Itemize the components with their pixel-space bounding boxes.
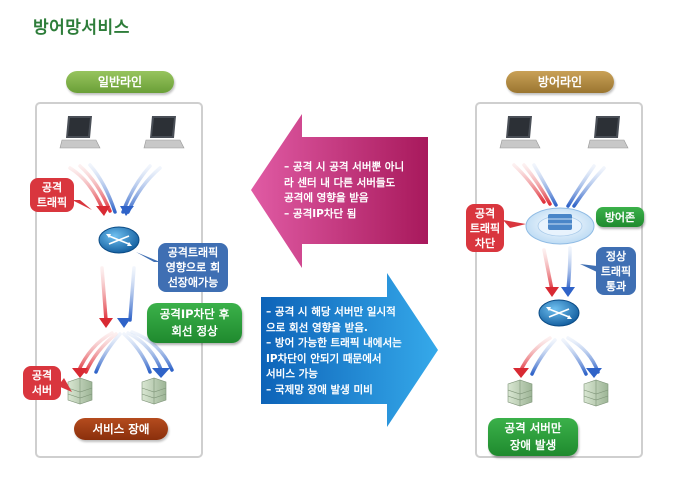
callout-line: 차단	[474, 236, 496, 250]
laptop-icon	[143, 116, 185, 149]
server-icon	[583, 379, 609, 407]
defense-zone-icon	[525, 207, 595, 245]
callout-line: 트래픽	[600, 264, 632, 278]
right-big-arrow	[261, 273, 438, 427]
callout-line: 공격	[31, 369, 53, 382]
callout-line: 선장애가능	[167, 276, 219, 289]
router-icon	[98, 226, 140, 254]
server-icon	[507, 379, 533, 407]
callout-line: 서버	[31, 384, 53, 397]
defense-line-label: 방어라인	[506, 71, 614, 93]
callout-line: 정상	[605, 249, 627, 263]
arrow-text-line: – 국제망 장애 발생 미비	[266, 383, 373, 396]
router-icon	[538, 299, 580, 327]
callout-line: 공격트래픽	[167, 246, 219, 259]
defense-zone-badge: 방어존	[596, 207, 644, 227]
server-icon	[67, 377, 93, 405]
arrow-text-line: – 공격 시 해당 서버만 일시적	[266, 306, 396, 318]
callout-line: 통과	[605, 279, 627, 293]
arrow-text-line: IP차단이 안되기 때문에서	[266, 352, 382, 365]
laptop-icon	[499, 116, 541, 149]
arrow-text-line: – 공격 시 공격 서버뿐 아니	[284, 161, 405, 173]
service-failure-badge: 서비스 장애	[74, 418, 168, 440]
box-line: 공격IP차단 후	[159, 307, 230, 321]
server-icon	[141, 377, 167, 405]
box-line: 장애 발생	[509, 438, 557, 452]
laptop-icon	[59, 116, 101, 149]
arrow-text-line: 서비스 가능	[266, 368, 318, 380]
arrow-text-line: – 공격IP차단 됨	[284, 207, 357, 220]
laptop-icon	[587, 116, 629, 149]
left-big-arrow	[251, 114, 428, 268]
box-line: 회선 정상	[171, 324, 218, 338]
callout-line: 트래픽	[36, 196, 68, 209]
page-title: 방어망서비스	[33, 18, 130, 38]
box-line: 공격 서버만	[504, 421, 562, 435]
callout-line: 트래픽	[469, 221, 501, 235]
callout-line: 공격	[474, 206, 496, 220]
arrow-text-line: – 방어 가능한 트래픽 내에서는	[266, 337, 402, 349]
arrow-text-line: 라 센터 내 다른 서버들도	[284, 176, 396, 189]
right-arrow-text: – 공격 시 해당 서버만 일시적 으로 회선 영향을 받음. – 방어 가능한…	[266, 305, 402, 398]
callout-line: 공격	[41, 181, 63, 194]
arrow-text-line: 으로 회선 영향을 받음.	[266, 321, 368, 334]
arrow-text-line: 공격에 영향을 받음	[284, 192, 369, 204]
normal-line-label: 일반라인	[66, 71, 174, 93]
callout-line: 영향으로 회	[165, 261, 221, 274]
left-arrow-text: – 공격 시 공격 서버뿐 아니 라 센터 내 다른 서버들도 공격에 영향을 …	[284, 160, 404, 222]
